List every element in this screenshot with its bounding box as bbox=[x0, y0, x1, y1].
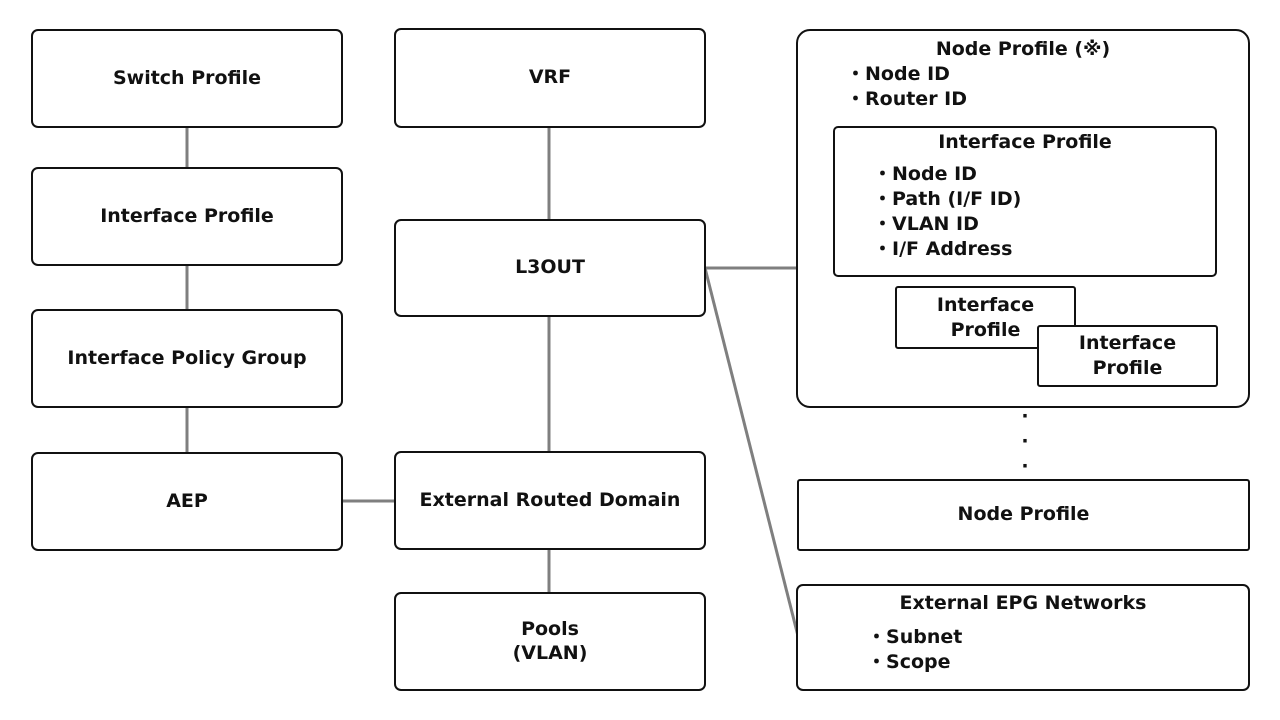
external-epg-attribute: Subnet bbox=[867, 625, 962, 650]
interface-profile-attribute: I/F Address bbox=[873, 237, 1021, 262]
interface-profile-attributes: Node ID Path (I/F ID) VLAN ID I/F Addres… bbox=[873, 162, 1021, 262]
continuation-dot: · bbox=[1021, 430, 1029, 452]
interface-profile-box: Interface Profile bbox=[31, 167, 343, 266]
interface-profile-attribute: VLAN ID bbox=[873, 212, 1021, 237]
pools-box: Pools (VLAN) bbox=[394, 592, 706, 691]
interface-profile-detail-title: Interface Profile bbox=[938, 131, 1112, 153]
aep-label: AEP bbox=[166, 489, 208, 512]
interface-policy-group-label: Interface Policy Group bbox=[67, 346, 307, 369]
stacked-interface-profile-label-line2: Profile bbox=[950, 318, 1021, 341]
node-profile-group-box: Node Profile (※) Node ID Router ID Inter… bbox=[796, 29, 1250, 408]
pools-label-line1: Pools bbox=[521, 617, 579, 640]
interface-profile-attribute: Node ID bbox=[873, 162, 1021, 187]
vrf-box: VRF bbox=[394, 28, 706, 128]
aep-box: AEP bbox=[31, 452, 343, 551]
node-profile-attribute: Router ID bbox=[846, 87, 967, 112]
node-profile-group-title: Node Profile (※) bbox=[935, 38, 1111, 60]
interface-policy-group-box: Interface Policy Group bbox=[31, 309, 343, 408]
stacked-interface-profile-label-line2: Profile bbox=[1092, 357, 1163, 379]
stacked-interface-profile-box-2: Interface Profile bbox=[1037, 325, 1218, 387]
external-epg-networks-box: External EPG Networks Subnet Scope bbox=[796, 584, 1250, 691]
continuation-dots: · · · bbox=[1018, 404, 1032, 479]
l3out-label: L3OUT bbox=[515, 256, 585, 279]
interface-profile-label: Interface Profile bbox=[100, 204, 274, 227]
stacked-interface-profile-label-line1: Interface bbox=[936, 293, 1035, 316]
external-epg-attributes: Subnet Scope bbox=[867, 625, 962, 675]
stacked-interface-profile-label-line1: Interface bbox=[1078, 332, 1177, 354]
l3out-box: L3OUT bbox=[394, 219, 706, 317]
continuation-dot: · bbox=[1021, 455, 1029, 477]
interface-profile-detail-box: Interface Profile Node ID Path (I/F ID) … bbox=[833, 126, 1217, 277]
external-routed-domain-box: External Routed Domain bbox=[394, 451, 706, 550]
node-profile-label: Node Profile bbox=[957, 503, 1090, 526]
external-routed-domain-label: External Routed Domain bbox=[419, 488, 681, 511]
vrf-label: VRF bbox=[528, 66, 572, 89]
external-epg-networks-title: External EPG Networks bbox=[899, 592, 1147, 614]
connector-l3out-to-external-epg bbox=[703, 267, 800, 637]
node-profile-attribute: Node ID bbox=[846, 62, 967, 87]
external-epg-attribute: Scope bbox=[867, 650, 962, 675]
switch-profile-box: Switch Profile bbox=[31, 29, 343, 128]
pools-label-line2: (VLAN) bbox=[512, 641, 588, 664]
interface-profile-attribute: Path (I/F ID) bbox=[873, 187, 1021, 212]
node-profile-box: Node Profile bbox=[797, 479, 1250, 551]
switch-profile-label: Switch Profile bbox=[112, 66, 262, 89]
continuation-dot: · bbox=[1021, 405, 1029, 427]
node-profile-attributes: Node ID Router ID bbox=[846, 62, 967, 112]
